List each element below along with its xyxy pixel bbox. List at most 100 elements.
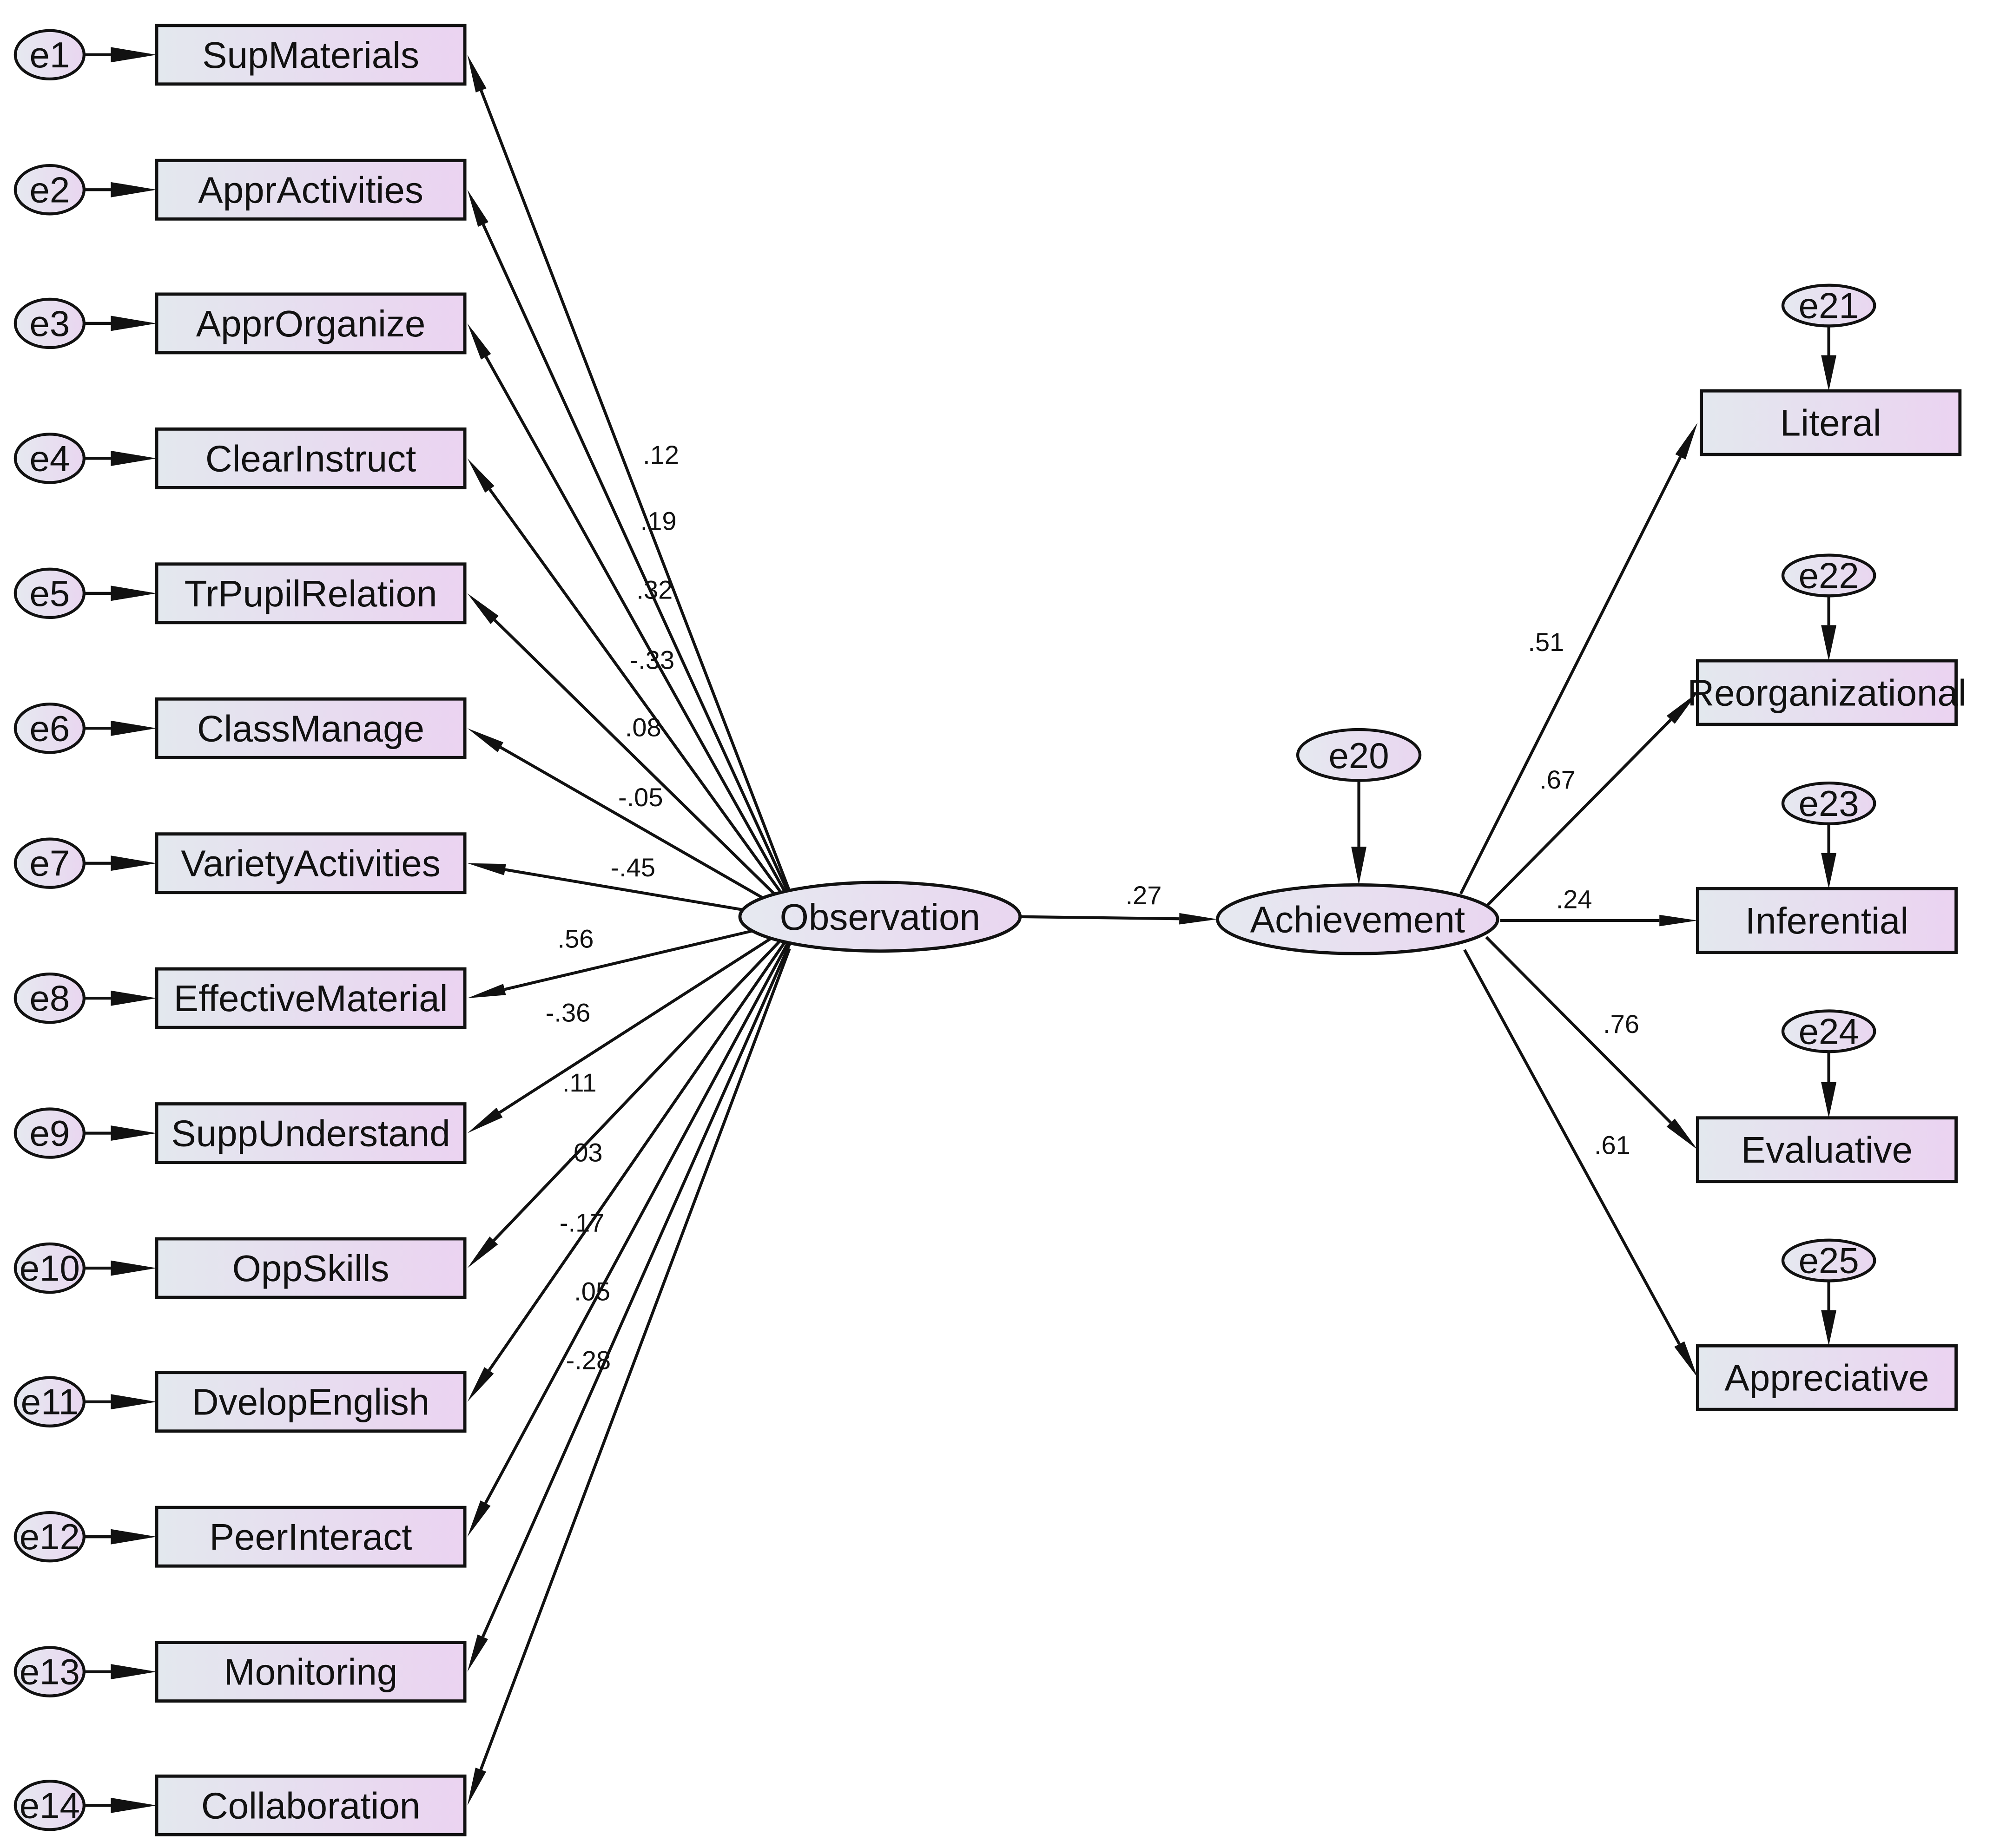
error-term-e6: e6 (13, 703, 86, 754)
error-path-e4 (84, 450, 157, 466)
structural-path-head (1179, 913, 1218, 925)
loading-path-left-1 (467, 54, 791, 892)
observed-label: Literal (1780, 402, 1881, 444)
coefficient-label: -.36 (546, 998, 591, 1027)
loading-path-left-12 (467, 939, 791, 1537)
nodes-layer: SupMaterialse1ApprActivitiese2ApprOrgani… (13, 24, 1967, 1836)
observed-box (155, 832, 467, 894)
observed-label: Appreciative (1724, 1357, 1929, 1399)
error-path-e25-head (1821, 1310, 1837, 1346)
loading-path-left-8-line (504, 921, 790, 991)
loading-path-right-1-head (1675, 422, 1698, 460)
error-path-e2 (84, 182, 157, 197)
error-path-e20-head (1351, 847, 1367, 885)
error-ellipse (1781, 781, 1876, 825)
loading-path-left-2 (467, 190, 791, 896)
error-term-e11: e11 (13, 1376, 86, 1427)
error-label: e20 (1329, 735, 1389, 776)
observed-label: ApprOrganize (196, 303, 426, 344)
observed-box (155, 1641, 467, 1703)
loading-path-right-2 (1485, 692, 1698, 908)
error-path-e22-head (1821, 625, 1837, 661)
error-path-e6 (84, 720, 157, 736)
observed-variable-inferential: Inferential (1696, 887, 1958, 954)
structural-path-line (1020, 915, 1180, 921)
observed-label: ClearInstruct (205, 438, 416, 479)
error-ellipse (1781, 283, 1876, 328)
error-ellipse (13, 1107, 86, 1159)
loading-path-right-5 (1463, 949, 1698, 1378)
observed-variable-suppunderstand: SuppUnderstand (155, 1102, 467, 1164)
error-path-e14 (84, 1797, 157, 1813)
error-term-e1: e1 (13, 29, 86, 81)
error-path-e10-head (111, 1260, 157, 1276)
coefficient-label: .03 (567, 1138, 603, 1167)
error-path-e6-head (111, 720, 157, 736)
coefficient-label: -.45 (611, 853, 656, 882)
loading-path-left-5-head (467, 593, 499, 625)
loading-path-right-1 (1459, 422, 1698, 894)
error-path-e24 (1821, 1052, 1837, 1118)
error-ellipse (13, 1511, 86, 1563)
observed-box (155, 1102, 467, 1164)
observed-box (155, 1237, 467, 1299)
error-term-e22: e22 (1781, 553, 1876, 598)
coefficient-label: .61 (1594, 1130, 1630, 1159)
observed-box (155, 697, 467, 759)
loading-path-left-9 (467, 925, 791, 1133)
error-path-e5 (84, 585, 157, 601)
coefficient-label: .12 (643, 440, 679, 469)
observed-label: PeerInteract (210, 1516, 412, 1558)
observed-variable-evaluative: Evaluative (1696, 1116, 1958, 1184)
observed-label: Monitoring (224, 1651, 398, 1693)
error-path-e3-head (111, 316, 157, 331)
loading-path-left-10-head (467, 1236, 498, 1269)
error-path-e7-head (111, 855, 157, 871)
error-ellipse (13, 972, 86, 1024)
loading-path-left-3-head (467, 323, 491, 360)
observed-label: Collaboration (201, 1785, 420, 1826)
loading-path-left-14-head (467, 1768, 487, 1806)
error-label: e21 (1799, 285, 1859, 326)
observed-label: VarietyActivities (181, 843, 441, 884)
coefficient-label: .51 (1528, 627, 1564, 657)
observed-variable-oppskills: OppSkills (155, 1237, 467, 1299)
error-path-e8 (84, 990, 157, 1006)
error-term-e24: e24 (1781, 1009, 1876, 1053)
loading-path-right-2-head (1666, 692, 1698, 724)
error-label: e8 (29, 978, 70, 1019)
observed-box (155, 24, 467, 86)
error-path-e21-head (1821, 355, 1837, 391)
error-term-e21: e21 (1781, 283, 1876, 328)
latent-label: Achievement (1250, 899, 1465, 940)
observed-label: OppSkills (232, 1248, 389, 1289)
error-path-e1 (84, 47, 157, 63)
error-path-e21 (1821, 326, 1837, 391)
loading-path-left-8 (467, 921, 790, 999)
error-label: e23 (1799, 783, 1859, 824)
loading-path-left-11-line (488, 934, 791, 1371)
coefficient-label: .27 (1126, 881, 1162, 910)
error-ellipse (1781, 553, 1876, 598)
coefficient-label: .08 (625, 713, 661, 742)
error-path-e14-head (111, 1797, 157, 1813)
error-ellipse (1781, 1009, 1876, 1053)
loading-path-left-10-line (493, 930, 791, 1242)
error-path-e20 (1351, 780, 1367, 885)
observed-box (155, 427, 467, 489)
observed-box (1696, 1344, 1958, 1411)
error-ellipse (1296, 728, 1422, 782)
loading-path-right-4 (1485, 936, 1698, 1150)
observed-variable-literal: Literal (1700, 389, 1962, 456)
loading-path-left-9-line (499, 925, 791, 1114)
error-label: e3 (29, 303, 70, 344)
error-ellipse (13, 164, 86, 216)
error-label: e14 (20, 1785, 80, 1826)
error-label: e12 (20, 1516, 80, 1557)
error-path-e25 (1821, 1281, 1837, 1346)
error-label: e5 (29, 573, 70, 614)
observed-box (1696, 1116, 1958, 1184)
error-ellipse (13, 1646, 86, 1697)
loading-path-left-5 (467, 593, 791, 910)
observed-box (155, 1506, 467, 1568)
